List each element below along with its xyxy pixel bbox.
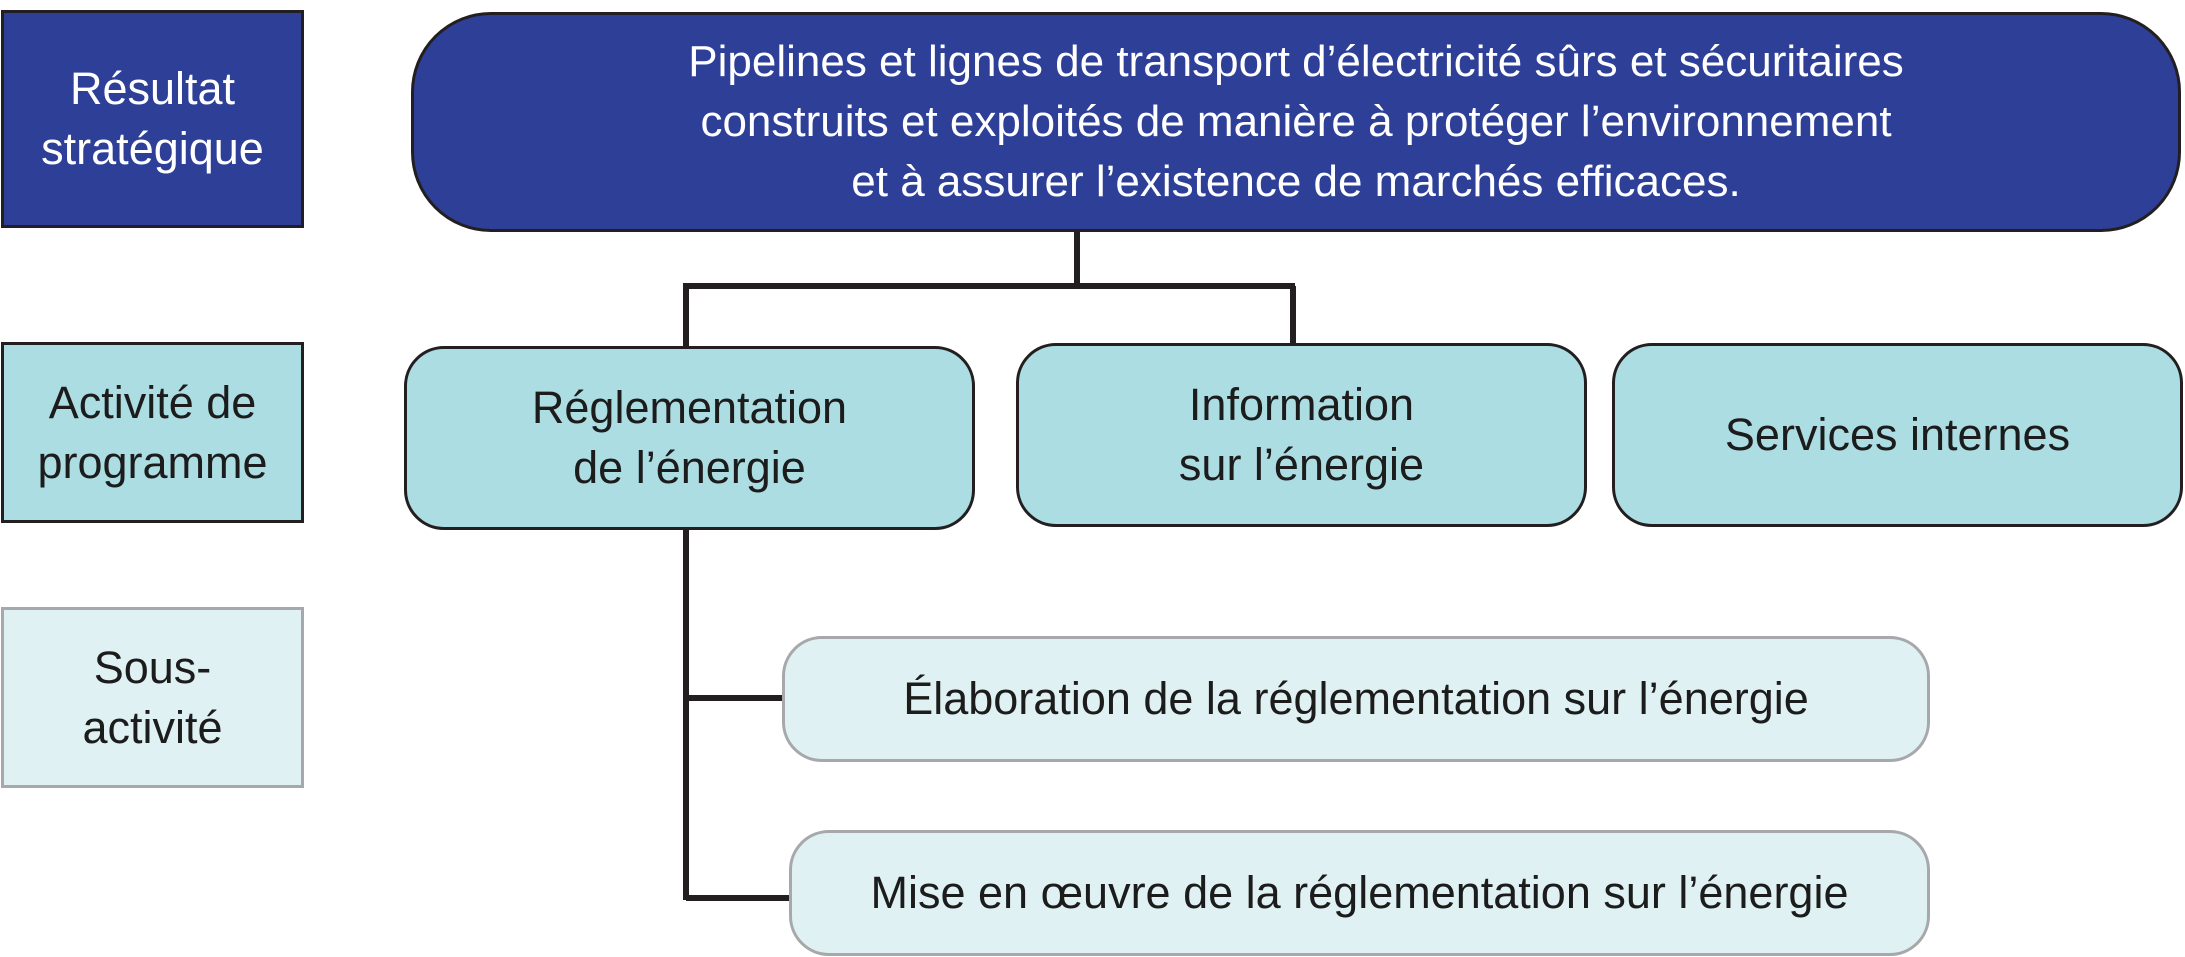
legend-program-activity: Activité de programme xyxy=(1,342,304,523)
sub-activity-implementation-label: Mise en œuvre de la réglementation sur l… xyxy=(870,867,1849,918)
program-regulation-line-1: Réglementation xyxy=(531,382,848,433)
sub-activity-box-implementation: Mise en œuvre de la réglementation sur l… xyxy=(789,830,1930,956)
legend-strategic-outcome: Résultat stratégique xyxy=(1,10,304,228)
connector-group xyxy=(683,232,1296,901)
strategic-outcome-box: Pipelines et lignes de transport d’élect… xyxy=(411,12,2181,232)
legend-program-label: Activité de programme xyxy=(37,376,268,488)
legend-sub-activity: Sous- activité xyxy=(1,607,304,788)
sub-activity-development-label: Élaboration de la réglementation sur l’é… xyxy=(903,673,1809,724)
program-information-line-1: Information xyxy=(1188,379,1415,430)
program-box-energy-regulation: Réglementation de l’énergie xyxy=(404,346,975,530)
program-box-energy-information: Information sur l’énergie xyxy=(1016,343,1587,527)
program-regulation-line-2: de l’énergie xyxy=(573,442,806,493)
legend-sub-label: Sous- activité xyxy=(82,641,223,753)
program-internal-services-line-1: Services internes xyxy=(1724,409,2071,460)
sub-activity-box-development: Élaboration de la réglementation sur l’é… xyxy=(782,636,1930,762)
program-box-internal-services: Services internes xyxy=(1612,343,2183,527)
strategic-outcome-line-2: construits et exploités de manière à pro… xyxy=(700,97,1892,146)
strategic-outcome-line-1: Pipelines et lignes de transport d’élect… xyxy=(688,37,1904,86)
program-information-line-2: sur l’énergie xyxy=(1178,439,1425,490)
strategic-outcome-text: Pipelines et lignes de transport d’élect… xyxy=(688,32,1903,212)
legend-strategic-label: Résultat stratégique xyxy=(41,63,264,174)
strategic-outcome-line-3: et à assurer l’existence de marchés effi… xyxy=(851,157,1741,206)
